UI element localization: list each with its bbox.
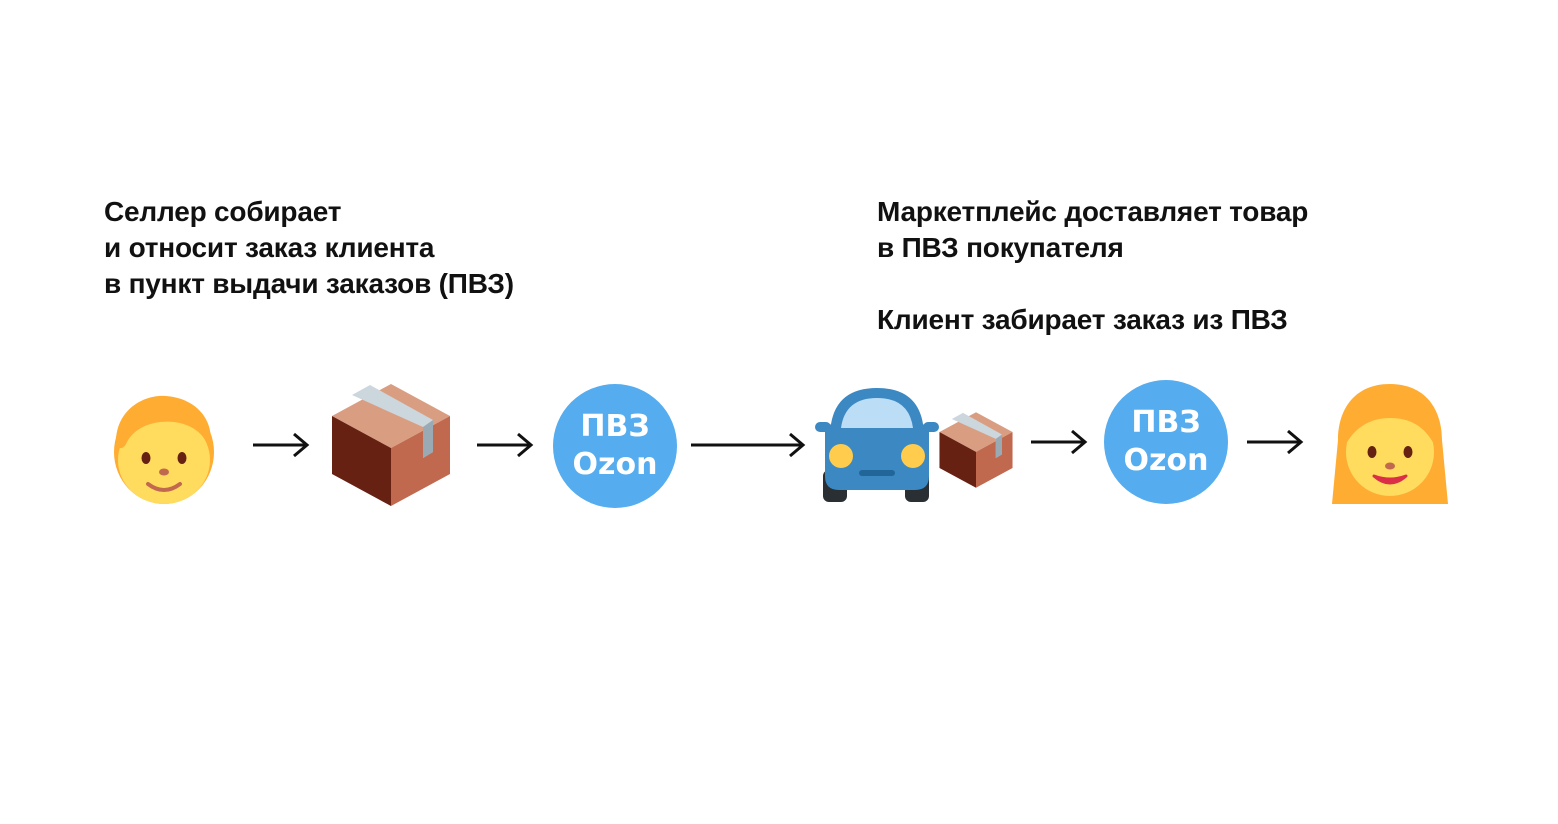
arrow-right-icon (1247, 429, 1304, 455)
marketplace-caption: Маркетплейс доставляет товар в ПВЗ покуп… (877, 194, 1308, 338)
package-icon (332, 384, 450, 506)
arrow-right-icon (691, 432, 806, 458)
pickup-point-brand: Ozon (1123, 443, 1209, 478)
pickup-point-icon: ПВЗ Ozon (553, 384, 677, 508)
person-icon (114, 395, 214, 504)
seller-caption-line-3: в пункт выдачи заказов (ПВЗ) (104, 268, 514, 299)
seller-caption-line-2: и относит заказ клиента (104, 232, 435, 263)
arrow-right-icon (1031, 429, 1088, 455)
package-icon (939, 412, 1013, 488)
marketplace-caption-line-1: Маркетплейс доставляет товар (877, 196, 1309, 227)
seller-caption: Селлер собирает и относит заказ клиента … (104, 194, 514, 302)
arrow-right-icon (253, 432, 310, 458)
arrow-right-icon (477, 432, 534, 458)
pickup-point-label: ПВЗ (580, 409, 650, 444)
car-icon (815, 388, 939, 502)
pickup-point-icon: ПВЗ Ozon (1104, 380, 1228, 504)
pickup-point-brand: Ozon (572, 447, 658, 482)
seller-caption-line-1: Селлер собирает (104, 196, 342, 227)
client-caption: Клиент забирает заказ из ПВЗ (877, 304, 1288, 335)
woman-icon (1332, 384, 1448, 504)
marketplace-caption-line-2: в ПВЗ покупателя (877, 232, 1124, 263)
pickup-point-label: ПВЗ (1131, 405, 1201, 440)
